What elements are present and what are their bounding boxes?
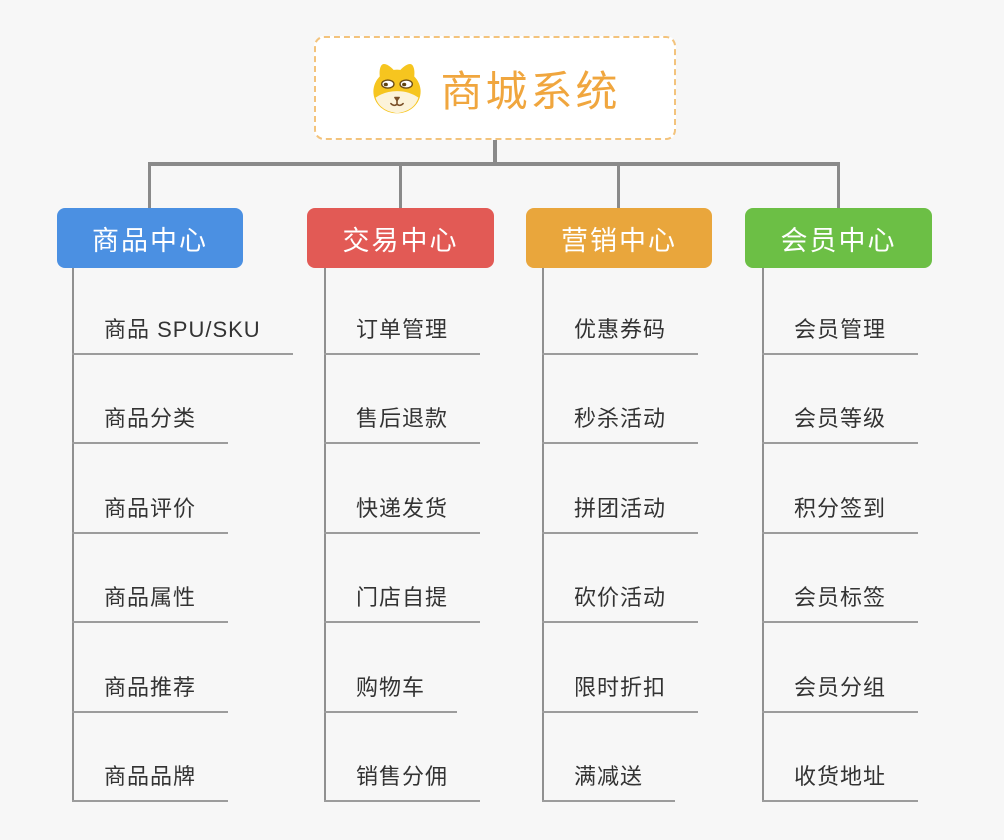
connector-trunk-4 [762,268,764,802]
connector-root-stub [493,140,497,166]
connector-drop-4 [837,162,840,208]
leaf-node[interactable]: 快递发货 [324,444,481,534]
connector-trunk-2 [324,268,326,802]
leaf-node[interactable]: 秒杀活动 [542,355,699,444]
leaf-node[interactable]: 会员标签 [762,534,919,623]
leaf-node[interactable]: 商品品牌 [72,713,229,802]
leaf-node[interactable]: 拼团活动 [542,444,699,534]
branch-header-trade-center[interactable]: 交易中心 [307,208,494,268]
connector-trunk-3 [542,268,544,802]
leaf-node[interactable]: 限时折扣 [542,623,699,713]
leaf-node[interactable]: 商品属性 [72,534,229,623]
leaf-node[interactable]: 积分签到 [762,444,919,534]
branch-leaf-list-member: 会员管理 会员等级 积分签到 会员标签 会员分组 收货地址 [762,265,919,802]
leaf-node[interactable]: 优惠券码 [542,265,699,355]
leaf-node[interactable]: 商品 SPU/SKU [72,265,293,355]
leaf-node[interactable]: 满减送 [542,713,676,802]
connector-drop-1 [148,162,151,208]
leaf-node[interactable]: 收货地址 [762,713,919,802]
branch-header-member-center[interactable]: 会员中心 [745,208,932,268]
dog-face-icon [369,60,425,116]
branch-leaf-list-trade: 订单管理 售后退款 快递发货 门店自提 购物车 销售分佣 [324,265,481,802]
leaf-node[interactable]: 销售分佣 [324,713,481,802]
connector-trunk-1 [72,268,74,802]
leaf-node[interactable]: 商品评价 [72,444,229,534]
branch-header-marketing-center[interactable]: 营销中心 [526,208,712,268]
connector-bus [148,162,840,166]
leaf-node[interactable]: 会员管理 [762,265,919,355]
leaf-node[interactable]: 商品分类 [72,355,229,444]
branch-header-product-center[interactable]: 商品中心 [57,208,243,268]
leaf-node[interactable]: 商品推荐 [72,623,229,713]
branch-leaf-list-product: 商品 SPU/SKU 商品分类 商品评价 商品属性 商品推荐 商品品牌 [72,265,293,802]
root-node[interactable]: 商城系统 [314,36,676,140]
leaf-node[interactable]: 会员分组 [762,623,919,713]
leaf-node[interactable]: 购物车 [324,623,458,713]
branch-leaf-list-marketing: 优惠券码 秒杀活动 拼团活动 砍价活动 限时折扣 满减送 [542,265,699,802]
leaf-node[interactable]: 砍价活动 [542,534,699,623]
leaf-node[interactable]: 门店自提 [324,534,481,623]
connector-drop-3 [617,162,620,208]
leaf-node[interactable]: 订单管理 [324,265,481,355]
leaf-node[interactable]: 会员等级 [762,355,919,444]
leaf-node[interactable]: 售后退款 [324,355,481,444]
connector-drop-2 [399,162,402,208]
root-title: 商城系统 [440,67,621,115]
